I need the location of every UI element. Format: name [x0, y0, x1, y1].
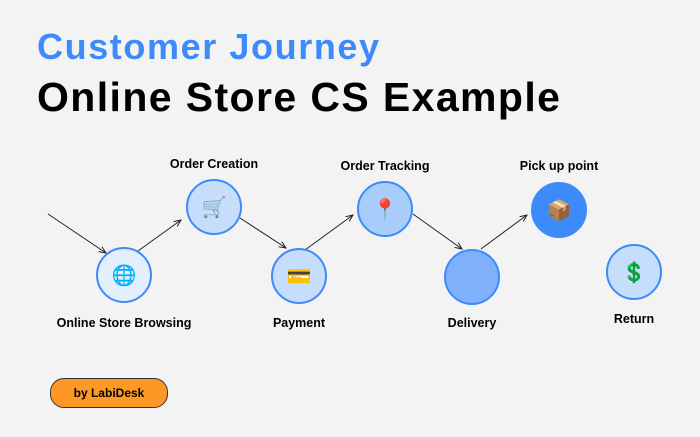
pushpin-icon: 📍	[372, 198, 398, 221]
step-node-3: 💳	[271, 248, 327, 304]
step-node-1: 🌐	[96, 247, 152, 303]
arrow-4-5	[412, 213, 462, 249]
arrow-1-2	[137, 220, 181, 252]
step-label: Pick up point	[519, 159, 599, 173]
step-node-2: 🛒	[186, 179, 242, 235]
step-node-5	[444, 249, 500, 305]
arrow-2-3	[239, 217, 286, 248]
step-node-7: 💲	[606, 244, 662, 300]
title-online-store-example: Online Store CS Example	[37, 74, 562, 120]
step-label: Online Store Browsing	[56, 316, 192, 330]
badge-label: by LabiDesk	[73, 386, 145, 400]
step-label: Payment	[272, 316, 326, 330]
title-customer-journey: Customer Journey	[37, 26, 381, 67]
shopping-cart-icon: 🛒	[201, 196, 227, 219]
step-label: Return	[613, 312, 655, 326]
arrow-start	[47, 213, 106, 253]
money-return-icon: 💲	[621, 261, 647, 284]
arrow-3-4	[304, 215, 353, 251]
step-label: Delivery	[447, 316, 497, 330]
step-label: Order Creation	[169, 157, 259, 171]
package-icon: 📦	[546, 199, 572, 222]
credit-card-icon: 💳	[286, 265, 312, 288]
step-node-4: 📍	[357, 181, 413, 237]
labidesk-badge[interactable]: by LabiDesk	[50, 378, 168, 408]
step-node-6: 📦	[531, 182, 587, 238]
arrow-5-6	[480, 215, 527, 250]
globe-icon: 🌐	[111, 264, 137, 287]
step-label: Order Tracking	[340, 159, 430, 173]
